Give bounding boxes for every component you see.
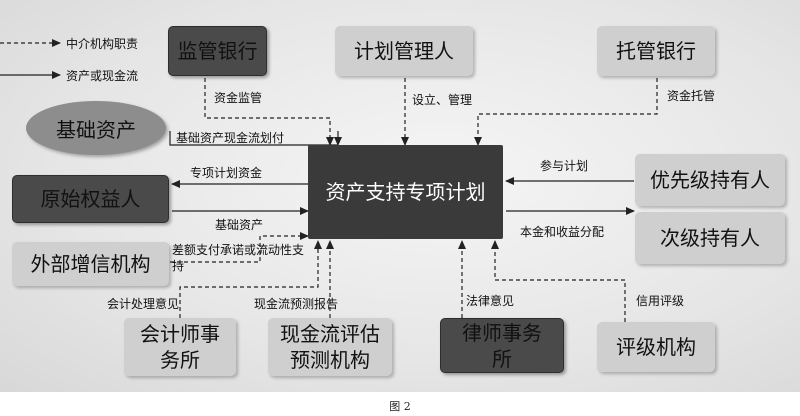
label-setup-manage: 设立、管理: [412, 93, 473, 107]
label-legal-opinion: 法律意见: [466, 294, 515, 308]
node-supervising-bank: 监管银行: [168, 26, 267, 76]
node-abs-plan: 资产支持专项计划: [308, 145, 503, 239]
node-original-owner: 原始权益人: [12, 175, 169, 223]
node-law-firm: 律师事务所: [440, 318, 564, 373]
label-fund-custody: 资金托管: [667, 89, 716, 103]
abs-structure-diagram: 中介机构职责 资产或现金流 监管银行 计划管理人 托管银行 基础资产 原始权益人…: [0, 0, 800, 392]
label-principal-income: 本金和收益分配: [520, 225, 605, 239]
edge-shortfall-support: [170, 232, 309, 263]
legend-dashed-label: 中介机构职责: [66, 37, 139, 51]
legend-solid-label: 资产或现金流: [66, 69, 139, 83]
label-accounting-opinion: 会计处理意见: [107, 297, 180, 311]
node-rating-agency: 评级机构: [597, 322, 715, 372]
edge-fund-supervision: [204, 78, 334, 146]
label-cashflow-report: 现金流预测报告: [254, 297, 339, 311]
node-credit-enhancer: 外部增信机构: [12, 242, 169, 286]
label-fund-supervision: 资金监管: [214, 91, 263, 105]
edge-asset-cashflow: [169, 131, 338, 146]
node-subordinate-holder: 次级持有人: [635, 212, 785, 264]
label-underlying-asset: 基础资产: [215, 218, 264, 232]
label-asset-cashflow: 基础资产现金流划付: [176, 131, 285, 145]
node-cashflow-agency: 现金流评估预测机构: [268, 318, 392, 376]
edge-accounting-opinion: [179, 240, 322, 318]
label-plan-funds: 专项计划资金: [190, 166, 263, 180]
label-shortfall-support: 差额支付承诺或流动性支持: [172, 243, 305, 273]
label-credit-rating: 信用评级: [636, 294, 685, 308]
label-participate: 参与计划: [540, 159, 589, 173]
edge-fund-custody: [474, 78, 658, 146]
figure-caption: 图 2: [389, 400, 411, 413]
node-plan-manager: 计划管理人: [335, 26, 473, 76]
connector-lines: [0, 39, 658, 322]
node-senior-holder: 优先级持有人: [635, 154, 785, 206]
node-accounting-firm: 会计师事务所: [124, 318, 236, 376]
edge-credit-rating: [491, 240, 626, 322]
node-custodian-bank: 托管银行: [597, 26, 715, 76]
node-underlying-assets: 基础资产: [26, 101, 166, 155]
